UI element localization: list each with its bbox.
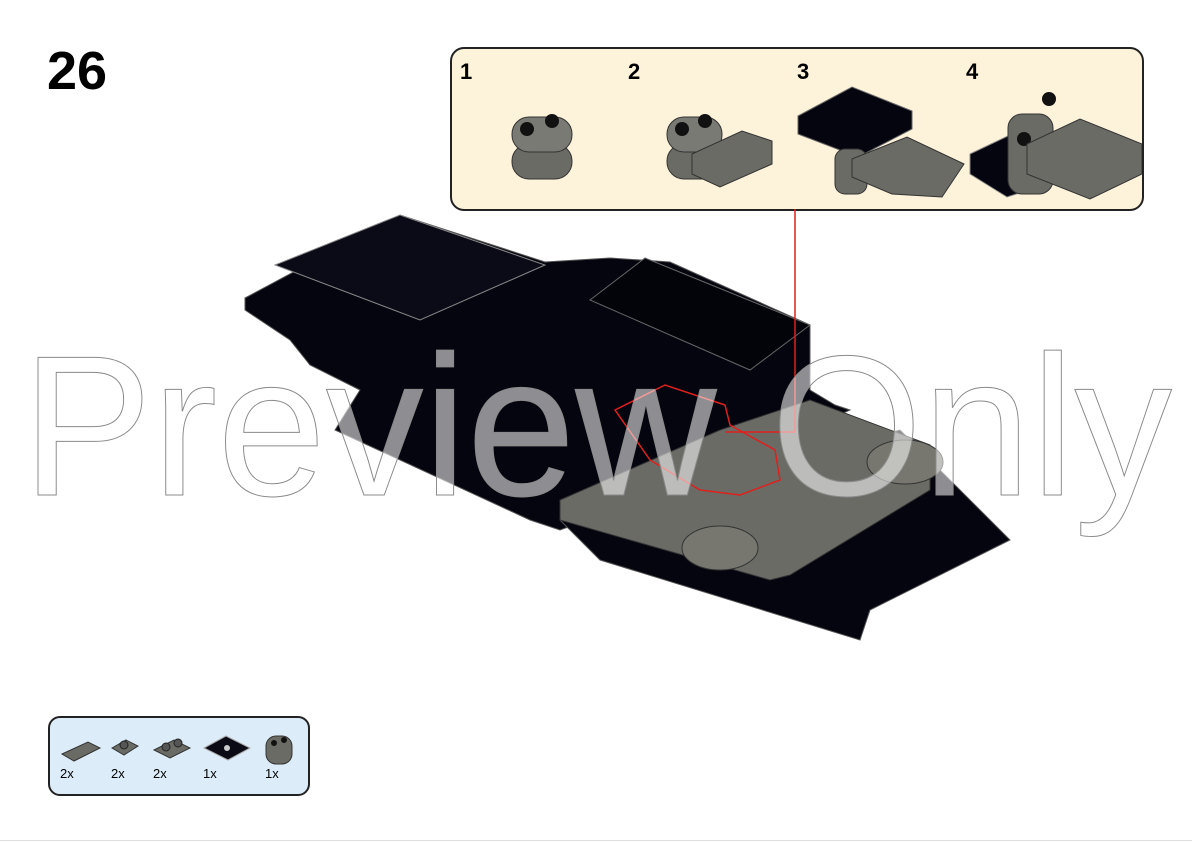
parts-icons bbox=[60, 735, 293, 765]
preview-watermark: Preview Only bbox=[22, 315, 1172, 538]
part-quantity: 1x bbox=[203, 766, 217, 781]
round-brick-icon bbox=[265, 735, 293, 765]
part-quantity: 2x bbox=[111, 766, 125, 781]
main-model-black-base bbox=[244, 214, 1011, 641]
main-model-gray-section bbox=[559, 399, 944, 581]
plate-1x2-icon bbox=[152, 738, 192, 759]
substep-illustrations bbox=[511, 86, 1142, 200]
substep-1-model bbox=[511, 114, 573, 180]
sub-assembly-callout: 1 2 3 4 bbox=[450, 47, 1144, 211]
substep-4-model bbox=[969, 92, 1142, 200]
substep-number: 4 bbox=[966, 59, 979, 84]
parts-list: 2x 2x 2x 1x 1x bbox=[48, 716, 310, 796]
substep-2-model bbox=[666, 114, 773, 188]
substep-number: 1 bbox=[460, 59, 473, 84]
substep-3-model bbox=[797, 86, 965, 198]
part-quantity: 2x bbox=[153, 766, 167, 781]
tile-grille-icon bbox=[60, 741, 102, 762]
substep-number: 3 bbox=[797, 59, 810, 84]
part-quantity: 1x bbox=[265, 766, 279, 781]
page-bottom-divider bbox=[0, 840, 1192, 841]
step-number: 26 bbox=[47, 41, 108, 101]
plate-2x2-icon bbox=[202, 735, 252, 761]
plate-clip-icon bbox=[111, 739, 140, 756]
substep-number: 2 bbox=[628, 59, 641, 84]
part-quantity: 2x bbox=[60, 766, 74, 781]
highlight-outline bbox=[613, 384, 781, 496]
